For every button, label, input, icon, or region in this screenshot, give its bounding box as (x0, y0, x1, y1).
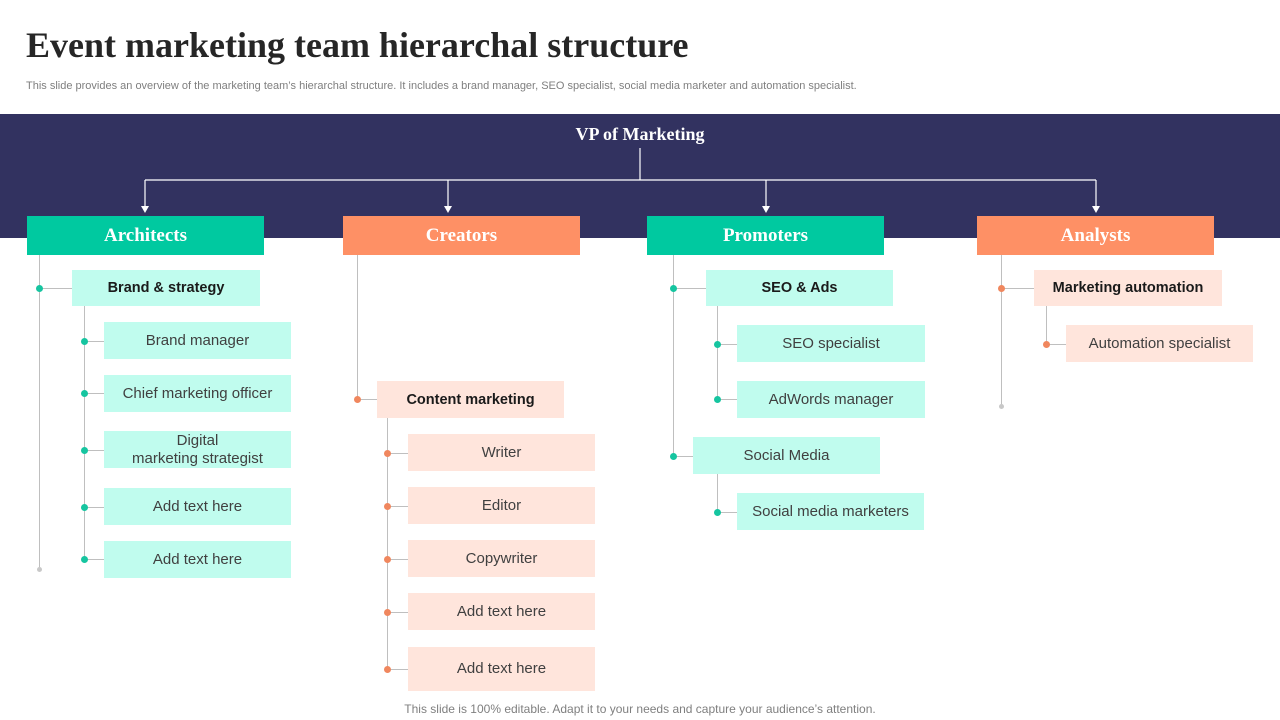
creators-header: Creators (343, 216, 580, 255)
creators-spine (357, 255, 358, 400)
node-dot (354, 396, 361, 403)
page-title: Event marketing team hierarchal structur… (26, 25, 689, 65)
connector-line (40, 288, 72, 289)
node-dot (714, 509, 721, 516)
node-dot (384, 503, 391, 510)
connector-line (718, 512, 737, 513)
analysts-sub-spine (1046, 306, 1047, 344)
node-dot (1043, 341, 1050, 348)
connector-line (388, 669, 408, 670)
seo-specialist-box: SEO specialist (737, 325, 925, 362)
connector-line (85, 559, 104, 560)
connector-line (718, 344, 737, 345)
copywriter-box: Copywriter (408, 540, 595, 577)
chief-marketing-officer-box: Chief marketing officer (104, 375, 291, 412)
node-dot (714, 341, 721, 348)
vp-of-marketing-label: VP of Marketing (575, 124, 705, 144)
connector-line (85, 450, 104, 451)
node-dot (81, 556, 88, 563)
spine-end-dot (999, 404, 1004, 409)
content-marketing-box: Content marketing (377, 381, 564, 418)
connector-line (85, 341, 104, 342)
node-dot (714, 396, 721, 403)
connector-line (85, 507, 104, 508)
node-dot (81, 390, 88, 397)
page-subtitle: This slide provides an overview of the m… (26, 80, 857, 92)
creators-sub-spine (387, 418, 388, 669)
node-dot (998, 285, 1005, 292)
spine-end-dot (37, 567, 42, 572)
architects-header: Architects (27, 216, 264, 255)
connector-line (388, 506, 408, 507)
adwords-manager-box: AdWords manager (737, 381, 925, 418)
social-media-marketers-box: Social media marketers (737, 493, 924, 530)
analysts-header: Analysts (977, 216, 1214, 255)
connector-line (388, 612, 408, 613)
digital-marketing-strategist-box: Digital marketing strategist (104, 431, 291, 468)
node-dot (81, 338, 88, 345)
editor-box: Editor (408, 487, 595, 524)
writer-box: Writer (408, 434, 595, 471)
node-dot (670, 453, 677, 460)
node-dot (81, 447, 88, 454)
connector-line (674, 288, 706, 289)
node-dot (384, 556, 391, 563)
connector-line (1047, 344, 1066, 345)
social-media-box: Social Media (693, 437, 880, 474)
promoters-header: Promoters (647, 216, 884, 255)
connector-line (388, 453, 408, 454)
automation-specialist-box: Automation specialist (1066, 325, 1253, 362)
node-dot (36, 285, 43, 292)
connector-line (388, 559, 408, 560)
architects-placeholder-box: Add text here (104, 488, 291, 525)
social-media-sub-spine (717, 474, 718, 512)
connector-line (1002, 288, 1034, 289)
architects-placeholder-box: Add text here (104, 541, 291, 578)
seo-ads-box: SEO & Ads (706, 270, 893, 306)
creators-placeholder-box: Add text here (408, 647, 595, 691)
promoters-spine (673, 255, 674, 456)
analysts-spine (1001, 255, 1002, 406)
connector-line (85, 393, 104, 394)
connector-line (718, 399, 737, 400)
seo-ads-sub-spine (717, 306, 718, 400)
connector-line (358, 399, 377, 400)
vp-connector (141, 148, 1100, 213)
brand-strategy-box: Brand & strategy (72, 270, 260, 306)
architects-spine (39, 255, 40, 569)
connector-line (674, 456, 693, 457)
brand-manager-box: Brand manager (104, 322, 291, 359)
node-dot (384, 450, 391, 457)
marketing-automation-box: Marketing automation (1034, 270, 1222, 306)
node-dot (384, 609, 391, 616)
node-dot (670, 285, 677, 292)
creators-placeholder-box: Add text here (408, 593, 595, 630)
footer-note: This slide is 100% editable. Adapt it to… (404, 702, 876, 716)
architects-sub-spine (84, 306, 85, 559)
node-dot (81, 504, 88, 511)
node-dot (384, 666, 391, 673)
